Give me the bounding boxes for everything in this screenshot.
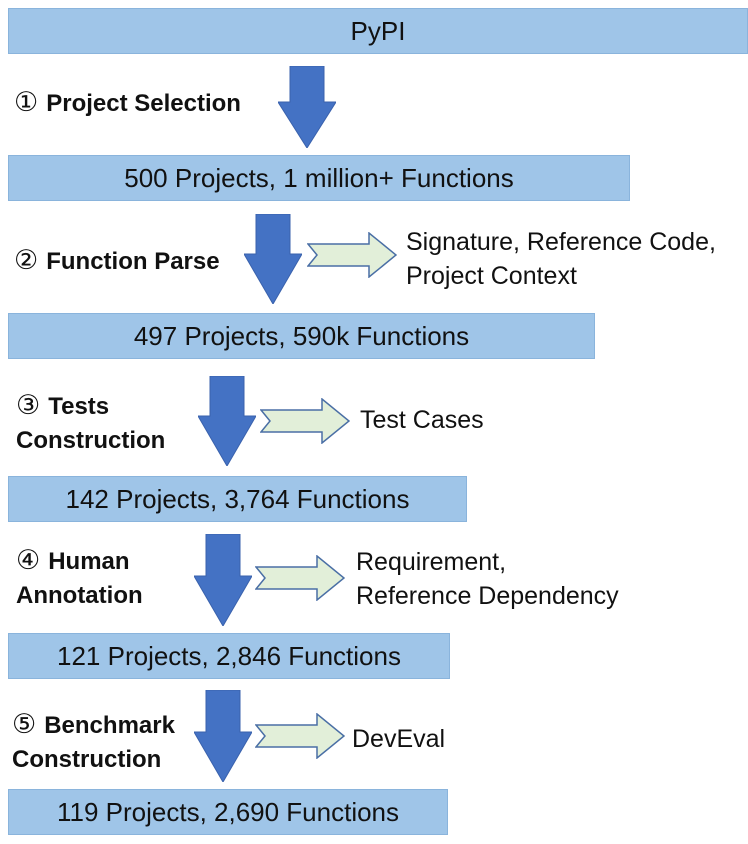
stage-bar-500-projects: 500 Projects, 1 million+ Functions (8, 155, 630, 201)
step-name-line2: Annotation (16, 582, 143, 609)
step-name: Function Parse (46, 248, 220, 275)
stage-bar-142-projects: 142 Projects, 3,764 Functions (8, 476, 467, 522)
output-line1: DevEval (352, 725, 446, 753)
stage-bar-119-projects: 119 Projects, 2,690 Functions (8, 789, 448, 835)
right-arrow-icon (260, 398, 350, 444)
step-benchmark-construction: ⑤ Benchmark Construction (12, 707, 175, 777)
step-tests-construction: ③ Tests Construction (16, 388, 165, 458)
output-line2: Project Context (406, 262, 577, 290)
step-name: Project Selection (46, 90, 241, 117)
output-line2: Reference Dependency (356, 582, 619, 610)
down-arrow-icon (278, 66, 336, 148)
down-arrow-icon (198, 376, 256, 466)
step-name: Benchmark (44, 712, 175, 739)
right-arrow-icon (255, 713, 345, 759)
right-arrow-icon (307, 232, 397, 278)
step-project-selection: ① Project Selection (14, 85, 241, 121)
stage-bar-pypi: PyPI (8, 8, 748, 54)
step-name: Tests (48, 393, 110, 420)
output-line1: Test Cases (360, 406, 484, 434)
output-signature: Signature, Reference Code, Project Conte… (406, 225, 716, 293)
step-number: ② (14, 245, 39, 275)
down-arrow-icon (194, 534, 252, 626)
step-number: ④ (16, 545, 41, 575)
step-name: Human (48, 548, 130, 575)
step-number: ③ (16, 390, 41, 420)
output-line1: Signature, Reference Code, (406, 228, 716, 256)
output-test-cases: Test Cases (360, 403, 484, 437)
output-requirement: Requirement, Reference Dependency (356, 545, 619, 613)
stage-bar-497-projects: 497 Projects, 590k Functions (8, 313, 595, 359)
step-number: ① (14, 87, 39, 117)
step-name-line2: Construction (12, 746, 162, 773)
right-arrow-icon (255, 555, 345, 601)
step-number: ⑤ (12, 709, 37, 739)
step-human-annotation: ④ Human Annotation (16, 543, 143, 613)
step-function-parse: ② Function Parse (14, 243, 220, 279)
down-arrow-icon (194, 690, 252, 782)
stage-bar-121-projects: 121 Projects, 2,846 Functions (8, 633, 450, 679)
output-deveval: DevEval (352, 722, 445, 756)
output-line1: Requirement, (356, 548, 507, 576)
down-arrow-icon (244, 214, 302, 304)
step-name-line2: Construction (16, 427, 166, 454)
